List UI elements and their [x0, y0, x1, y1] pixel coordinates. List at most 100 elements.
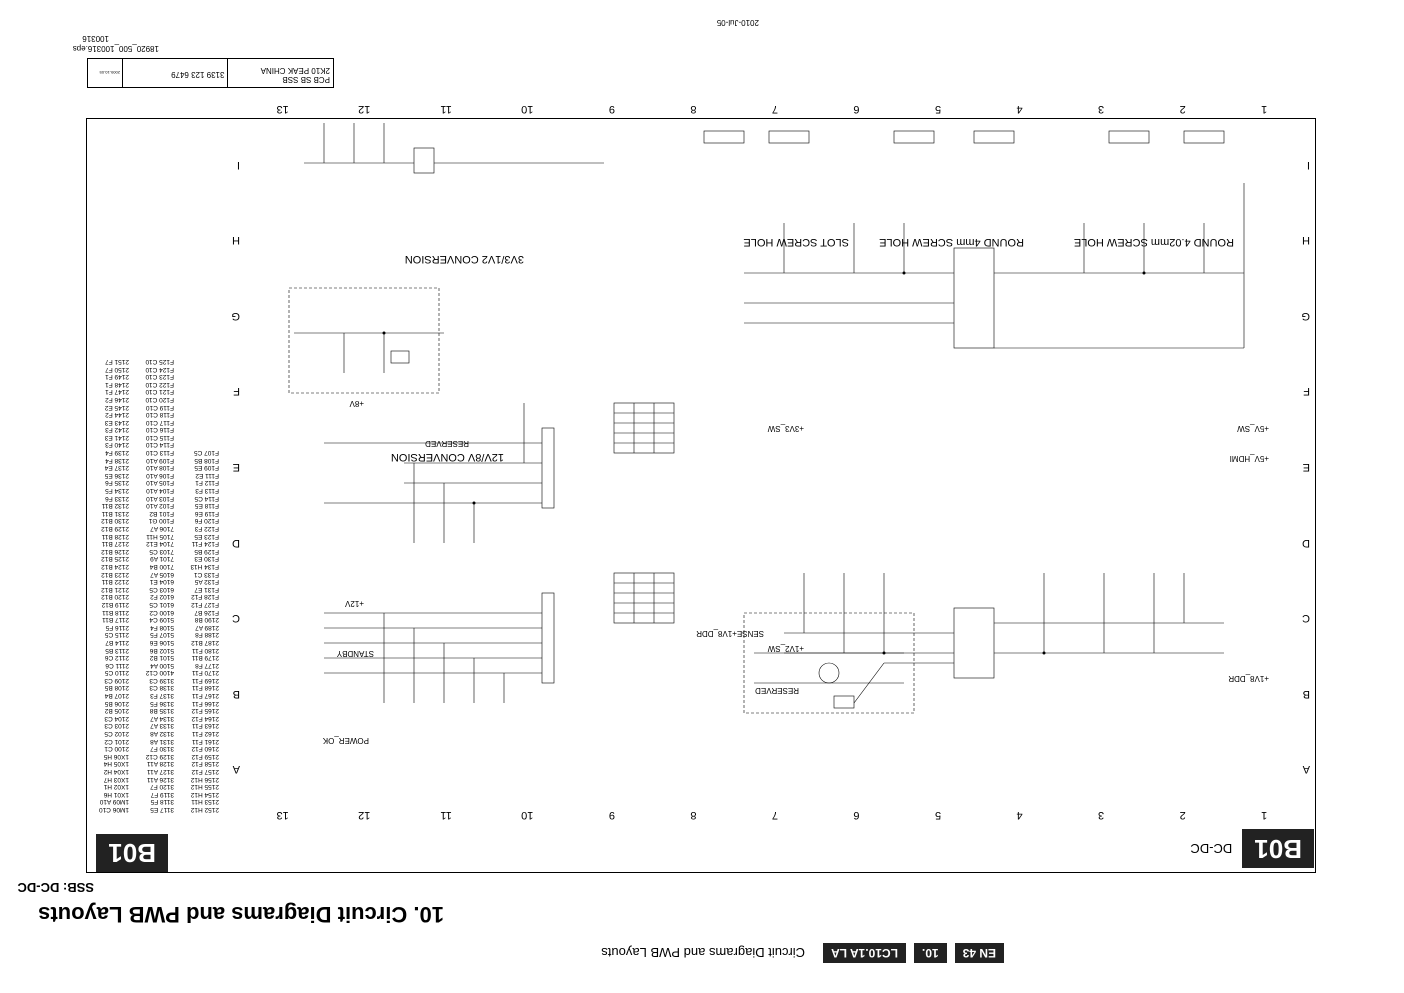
legend-entry: 2126 B12	[101, 547, 129, 555]
legend-entry: 2170 F11	[192, 669, 219, 677]
legend-entry: 2102 C5	[104, 730, 129, 738]
legend-entry: 2114 B7	[105, 638, 129, 646]
legend-entry: F109 A10	[146, 456, 174, 464]
connector-1M09	[541, 592, 555, 684]
legend-entry: F104 A10	[146, 487, 174, 495]
legend-entry: 3131 A8	[150, 737, 174, 745]
legend-entry: 3129 C12	[145, 752, 174, 760]
legend-entry: 3139 C3	[149, 676, 174, 684]
legend-entry: 2124 B12	[101, 563, 129, 570]
legend-entry: 2105 B2	[104, 707, 129, 715]
legend-entry: 2109 C3	[104, 676, 129, 684]
legend-entry: 2157 F12	[191, 768, 219, 776]
legend-entry: 2117 B11	[102, 616, 129, 624]
legend-entry: 2116 F5	[105, 623, 129, 631]
legend-entry: 2190 B8	[194, 616, 219, 624]
legend-entry: 2131 B11	[101, 509, 129, 517]
legend-entry: 2112 C6	[104, 654, 129, 662]
legend-entry: F117 C10	[145, 418, 174, 426]
model-badge: LC10.1A LA	[823, 943, 906, 963]
column-label: 7	[771, 103, 778, 115]
column-label: 6	[853, 103, 860, 115]
legend-entry: 3127 A11	[147, 768, 174, 776]
legend-entry: 1X02 H1	[103, 783, 129, 791]
sheet-name: DC-DC	[1190, 841, 1233, 856]
legend-entry: 7101 A9	[150, 555, 174, 563]
legend-entry: 3136 F5	[150, 699, 174, 707]
legend-entry: F106 A10	[146, 471, 174, 479]
header-bar: EN 43 10. LC10.1A LA Circuit Diagrams an…	[404, 941, 1004, 965]
screw-round4-label: ROUND 4mm SCREW HOLE	[879, 236, 1024, 248]
column-label: 4	[1016, 103, 1023, 115]
legend-entry: F102 A10	[146, 502, 174, 510]
footer-date: 2010-Jul-05	[716, 18, 759, 27]
legend-entry: 1X05 H4	[103, 760, 129, 768]
legend-entry: 2148 F1	[105, 380, 129, 388]
legend-entry: 2143 E3	[104, 418, 129, 426]
column-label: 10	[521, 103, 534, 115]
legend-entry: 2187 B12	[191, 638, 219, 646]
legend-entry: F111 E2	[195, 471, 219, 479]
row-label: I	[1306, 158, 1310, 171]
column-label: 3	[1098, 809, 1105, 821]
legend-entry: F113 F3	[195, 487, 219, 495]
net-3v3-sw: +3V3_SW	[767, 424, 804, 433]
legend-entry: 2136 E5	[104, 471, 129, 479]
legend-entry: 2164 F12	[191, 714, 219, 722]
legend-entry: 2139 F4	[105, 449, 129, 457]
net-5v-sw: +5V_SW	[1237, 424, 1269, 433]
column-label: 2	[1179, 103, 1186, 115]
page-subtitle: SSB: DC-DC	[17, 880, 94, 895]
legend-entry: 3138 C3	[149, 684, 174, 692]
legend-entry: 1X06 H5	[103, 752, 129, 760]
legend-entry: F113 C10	[145, 449, 174, 457]
legend-entry: 7100 B4	[149, 563, 174, 570]
sheet-tag-right: B01	[96, 834, 168, 872]
legend-entry: 2167 F11	[192, 692, 219, 700]
column-label: 1	[1261, 103, 1268, 115]
legend-entry: F123 E5	[194, 532, 219, 540]
legend-entry: F122 C10	[145, 380, 174, 388]
row-label: H	[232, 234, 240, 247]
legend-entry: F107 C5	[194, 449, 219, 457]
row-label: D	[232, 536, 240, 549]
legend-entry: F130 E3	[194, 555, 219, 563]
conv-3v3-label: 3V3/1V2 CONVERSION	[404, 253, 524, 265]
legend-entry: 2122 B11	[101, 578, 129, 586]
column-label: 13	[276, 809, 289, 821]
legend-entry: 7104 E12	[146, 540, 174, 548]
legend-entry: 2127 B11	[101, 540, 129, 548]
legend-entry: 2149 F1	[105, 373, 129, 381]
legend-entry: F112 F1	[195, 479, 219, 487]
net-standby: STANDBY	[336, 649, 374, 658]
legend-entry: 2113 B5	[105, 646, 129, 654]
legend-entry: F133 C1	[194, 570, 219, 578]
screw-round402-label: ROUND 4.02mm SCREW HOLE	[1073, 236, 1234, 248]
legend-entry: 2169 F11	[192, 676, 219, 684]
row-label: C	[232, 612, 240, 625]
legend-entry: 5107 F5	[150, 631, 174, 639]
legend-entry: 2106 B5	[104, 699, 129, 707]
title-block-pcb: PCB SB SSB 2K10 PEAK CHINA	[227, 59, 333, 87]
legend-entry: F101 B2	[149, 509, 174, 517]
legend-entry: 3132 A8	[150, 730, 174, 738]
net-1v8-ddr: +1V8_DDR	[1228, 674, 1269, 683]
legend-entry: 2189 A7	[195, 623, 219, 631]
legend-entry: 3126 A11	[147, 775, 174, 783]
legend-entry: 2166 F11	[192, 699, 219, 707]
legend-entry: 5106 E6	[149, 638, 174, 646]
section-number-badge: 10.	[913, 943, 947, 963]
row-label: B	[232, 687, 240, 700]
legend-entry: 2160 F12	[191, 745, 219, 753]
legend-entry: 2132 B11	[101, 502, 129, 510]
legend-entry: 2159 F12	[191, 752, 219, 760]
column-label: 1	[1261, 809, 1268, 821]
legend-entry: F116 C10	[145, 426, 174, 434]
legend-entry: 7103 C5	[149, 547, 174, 555]
legend-entry: 5109 C4	[149, 616, 174, 624]
